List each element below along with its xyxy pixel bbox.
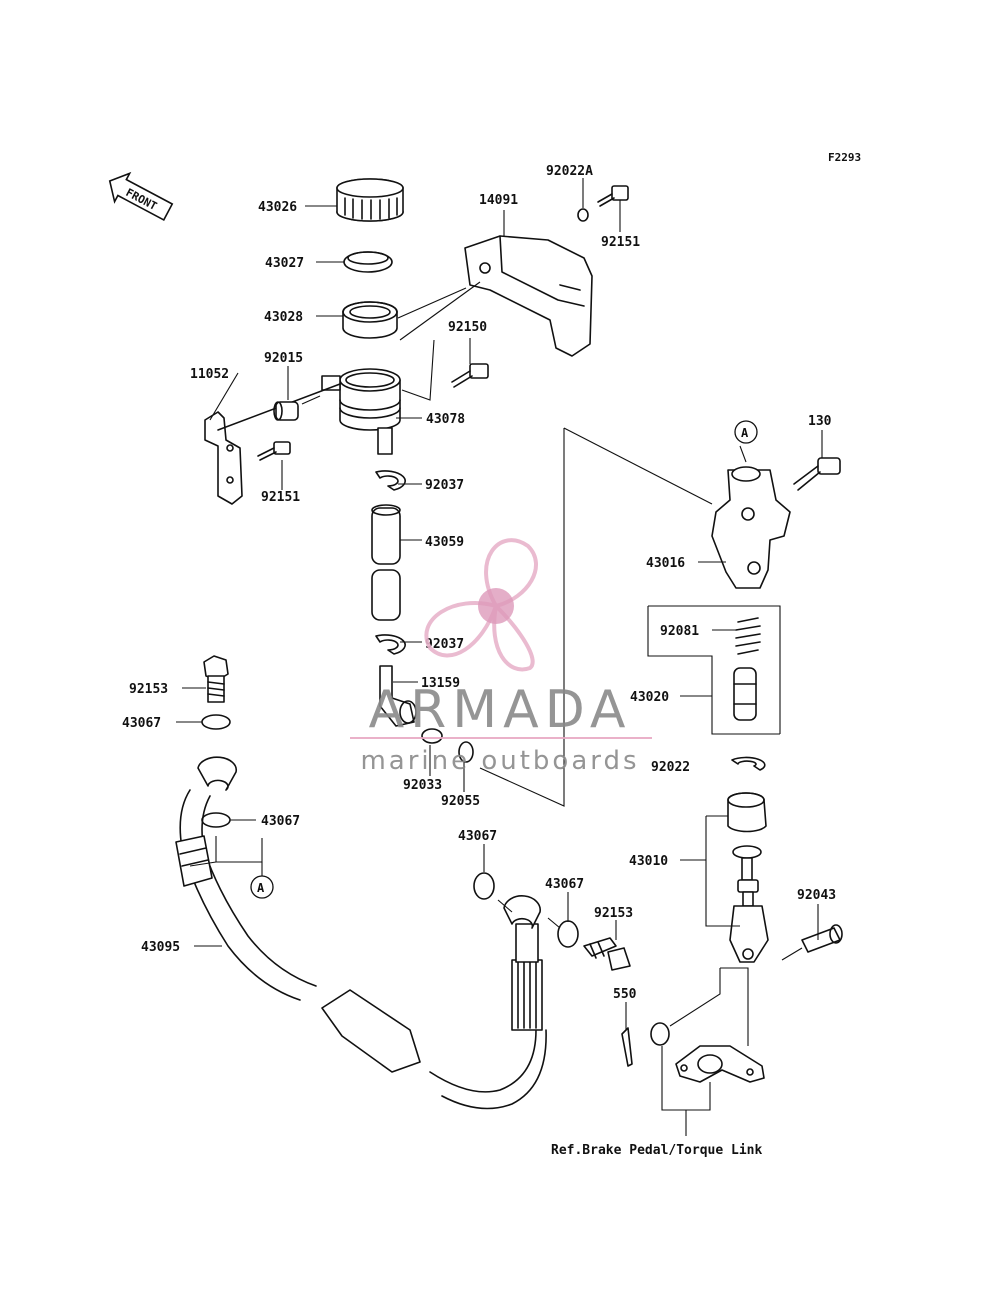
part-label: 43016 [646, 556, 685, 571]
circlip [731, 756, 766, 771]
o-ring [421, 728, 443, 744]
part-label: 92022A [546, 164, 593, 179]
push-rod [727, 792, 769, 963]
ref-marker-a-top: A [734, 420, 758, 444]
part-label: 43010 [629, 854, 668, 869]
figure-id: F2293 [828, 151, 861, 164]
part-label: 92037 [425, 637, 464, 652]
part-label: 92153 [594, 906, 633, 921]
part-label: 43095 [141, 940, 180, 955]
piston-spring [735, 617, 761, 655]
part-label: 43027 [265, 256, 304, 271]
part-label: 43026 [258, 200, 297, 215]
bolt [793, 457, 841, 491]
gasket [201, 812, 231, 828]
leader-lines [176, 178, 823, 1136]
clevis-pin [801, 924, 843, 953]
bolt [257, 441, 291, 461]
banjo-bolt [583, 937, 631, 971]
propeller-logo-icon [424, 538, 538, 672]
part-label: 92022 [651, 760, 690, 775]
watermark-tagline: marine outboards [360, 746, 639, 776]
hose-fitting [379, 665, 417, 727]
watermark-brand: ARMADA [369, 680, 632, 740]
banjo-bolt [203, 655, 229, 703]
part-label: 92151 [601, 235, 640, 250]
torque-link-bracket [675, 1045, 765, 1083]
part-label: 92015 [264, 351, 303, 366]
diaphragm-plate [343, 251, 393, 273]
hose-clamp [375, 634, 406, 655]
reservoir-cover [464, 235, 593, 357]
hose-clamp [375, 470, 406, 491]
part-label: 92153 [129, 682, 168, 697]
part-label: 43059 [425, 535, 464, 550]
part-label: 550 [613, 987, 637, 1002]
bolt [597, 185, 629, 207]
part-label: 92151 [261, 490, 300, 505]
part-label: 43020 [630, 690, 669, 705]
part-label: 92037 [425, 478, 464, 493]
reservoir-hose [371, 504, 401, 621]
master-cylinder [711, 466, 791, 589]
piston [733, 667, 757, 721]
watermark: ARMADA marine outboards [350, 538, 652, 776]
part-label: 14091 [479, 193, 518, 208]
part-label: 92081 [660, 624, 699, 639]
washer [577, 208, 589, 222]
reservoir-tank [321, 368, 401, 455]
ref-marker-a-bottom: A [250, 875, 274, 899]
svg-text:A: A [741, 426, 749, 440]
bolt [451, 363, 489, 388]
cotter-pin [621, 1027, 633, 1067]
svg-text:A: A [257, 881, 265, 895]
reservoir-bracket [204, 383, 341, 505]
part-label: 92043 [797, 888, 836, 903]
part-label: 43028 [264, 310, 303, 325]
part-label: 11052 [190, 367, 229, 382]
part-label: 13159 [421, 676, 460, 691]
part-label: 43067 [261, 814, 300, 829]
part-label: 43067 [545, 877, 584, 892]
o-ring-small [458, 741, 474, 763]
part-label: 43067 [458, 829, 497, 844]
part-label: 43078 [426, 412, 465, 427]
collar [273, 401, 299, 421]
brake-hose [175, 756, 547, 1110]
gasket [201, 714, 231, 730]
part-label: 92055 [441, 794, 480, 809]
part-label: 130 [808, 414, 832, 429]
reference-note: Ref.Brake Pedal/Torque Link [551, 1143, 762, 1158]
part-label: 92150 [448, 320, 487, 335]
front-arrow-icon: FRONT [108, 171, 174, 221]
diaphragm [342, 301, 398, 339]
part-label: 43067 [122, 716, 161, 731]
reservoir-cap [336, 178, 404, 222]
washer [650, 1022, 670, 1046]
gasket [473, 872, 495, 900]
gasket [557, 920, 579, 948]
part-label: 92033 [403, 778, 442, 793]
